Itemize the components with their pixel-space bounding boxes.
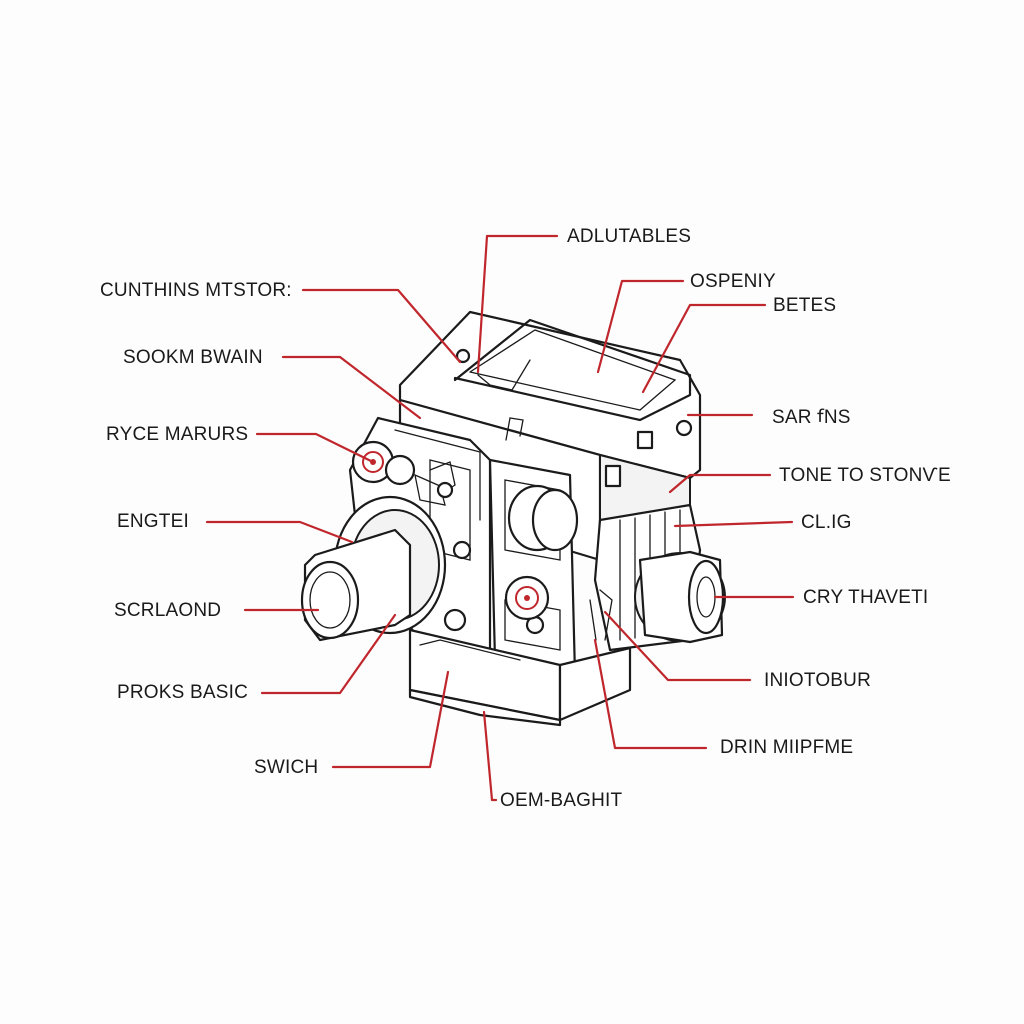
label-cry-thaveti: CRY THAVETI xyxy=(803,587,929,608)
label-ryce-marurs: RYCE MARURS xyxy=(106,424,249,445)
label-swich: SWICH xyxy=(254,757,319,778)
leader-engtei xyxy=(205,520,354,544)
leader-adlutables xyxy=(476,234,559,374)
label-drin-mipfme: DRIN MIIPFME xyxy=(720,737,854,758)
engine-block xyxy=(300,310,726,727)
label-engtei: ENGTEI xyxy=(117,511,189,532)
leader-sookm xyxy=(281,355,422,420)
leader-clig xyxy=(673,520,794,528)
leader-proks xyxy=(260,613,397,695)
leader-betes xyxy=(641,303,767,394)
label-adlutables: ADLUTABLES xyxy=(567,226,692,247)
leader-drin xyxy=(593,638,708,750)
leader-swich xyxy=(331,670,450,769)
label-oem-baghit: OEM-BAGHIT xyxy=(500,790,623,811)
label-sar-fins: SAR ꬵNS xyxy=(772,407,851,428)
leader-lines xyxy=(205,234,795,802)
label-proks-basic: PROKS BASIC xyxy=(117,682,249,703)
leader-oem xyxy=(482,710,498,802)
label-cunthins-mtstor: CUNTHINS MTSTOR: xyxy=(100,280,292,301)
leader-ryce xyxy=(255,432,375,464)
label-ospeniy: OSPENIY xyxy=(690,271,776,292)
leader-cunthins xyxy=(301,288,462,364)
label-tone-to-stonve: TONE TO STONѴE xyxy=(779,465,951,486)
label-scrlaond: SCRLAOND xyxy=(114,600,222,621)
leader-iniotobur xyxy=(603,610,752,682)
label-betes: BETES xyxy=(773,295,837,316)
leader-ospeniy xyxy=(596,279,685,374)
label-sookm-bwain: SOOKM BWAIN xyxy=(123,347,263,368)
label-iniotobur: INIOTOBUR xyxy=(764,670,872,691)
label-clig: CL.IG xyxy=(801,512,852,533)
leader-tone xyxy=(668,473,772,494)
